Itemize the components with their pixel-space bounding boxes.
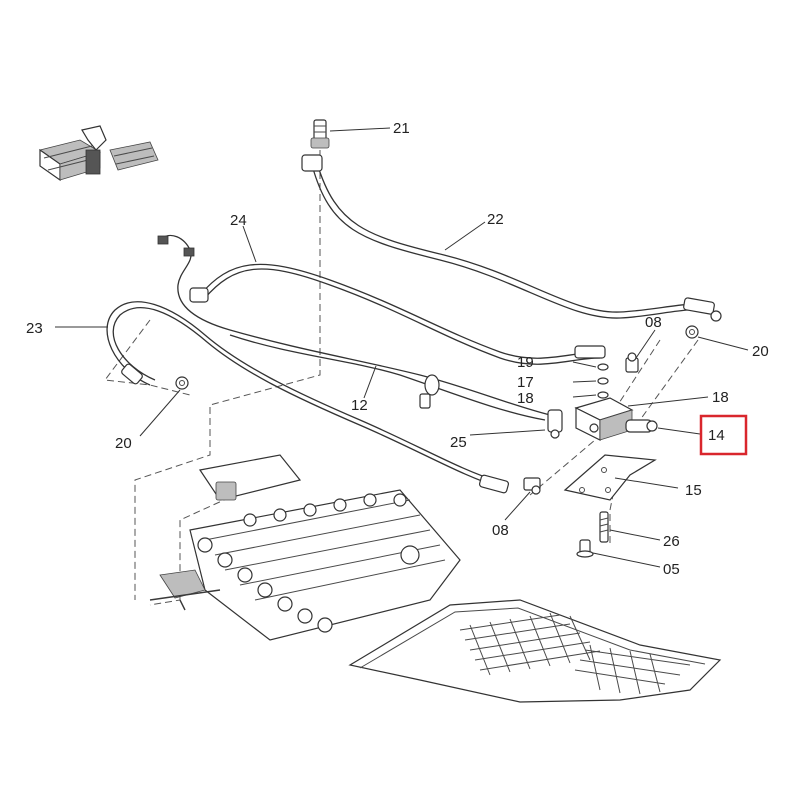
label-23: 23 [26,320,43,337]
elbow-20-right [685,325,699,339]
label-26: 26 [663,533,680,550]
label-08-bottom: 08 [492,522,509,539]
fitting-21 [310,119,330,149]
label-17: 17 [517,374,534,391]
label-21: 21 [393,120,410,137]
elbow-08-bottom [523,477,541,495]
label-14: 14 [708,427,725,444]
label-22: 22 [487,211,504,228]
label-24: 24 [230,212,247,229]
label-08-top: 08 [645,314,662,331]
label-05: 05 [663,561,680,578]
highlight-box-14 [699,414,748,456]
hose-24 [189,263,606,365]
fitting-22-top [301,154,323,172]
valve-spools [197,493,420,633]
label-12: 12 [351,397,368,414]
fitting-24-right [574,345,606,359]
floor-plate-grid [459,612,691,695]
part-labels: 21 22 24 23 08 20 19 17 18 18 12 14 20 2… [26,120,769,578]
fitting-22-cap [710,310,722,322]
washers-19-17-18 [597,363,609,399]
floor-plate [348,599,722,703]
label-20-left: 20 [115,435,132,452]
fitting-23-left [121,363,143,385]
valve-block-18 [574,397,634,441]
control-valve-assembly [149,454,461,641]
label-20-right: 20 [752,343,769,360]
clamp-25 [419,374,563,439]
sensor-14 [625,419,658,433]
fitting-23-right [478,474,510,494]
label-25: 25 [450,434,467,451]
leader-lines [55,127,749,568]
label-19: 19 [517,354,534,371]
wire-harness [157,234,551,416]
hose-22 [301,154,722,322]
label-15: 15 [685,482,702,499]
label-18-left: 18 [517,390,534,407]
fitting-22-end [683,297,715,315]
bolt-05 [576,539,594,558]
fitting-24-left [189,287,209,303]
orientation-icon [39,125,159,182]
label-18-right: 18 [712,389,729,406]
hose-12 [229,334,546,421]
elbow-08-top [625,352,639,373]
bolt-26 [599,511,609,543]
elbow-20-left [175,376,189,390]
hose-23 [106,301,510,494]
bracket-plate-15 [563,454,657,501]
